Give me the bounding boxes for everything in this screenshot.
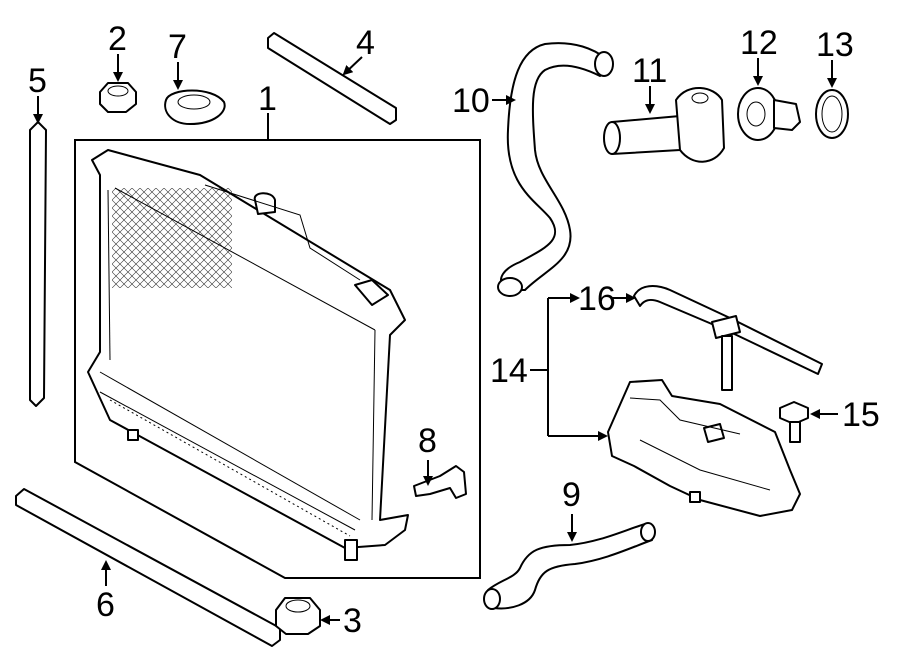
- part-8-bracket: [413, 465, 467, 499]
- callout-14: 14: [490, 352, 528, 390]
- callout-labels: 1 2 3 4 5 6 7 8 9 10 11 12 13 14 15 16: [28, 20, 880, 640]
- callout-2: 2: [108, 20, 127, 58]
- callout-11: 11: [632, 52, 667, 90]
- callout-7: 7: [168, 28, 187, 66]
- callout-15: 15: [842, 396, 880, 434]
- part-16-reservoir-hose: [633, 285, 823, 391]
- part-6-seal: [15, 488, 281, 647]
- part-15-bolt: [779, 401, 809, 443]
- leader-lines: [33, 54, 838, 625]
- callout-12: 12: [740, 24, 778, 62]
- radiator: [87, 149, 409, 561]
- part-12-thermostat: [737, 87, 801, 141]
- callout-13: 13: [816, 26, 854, 64]
- callout-8: 8: [418, 422, 437, 460]
- callout-3: 3: [343, 602, 362, 640]
- part-13-gasket: [815, 89, 849, 139]
- callout-5: 5: [28, 62, 47, 100]
- radiator-frame: [74, 139, 481, 579]
- part-11-water-inlet: [603, 86, 725, 163]
- part-4-seal: [267, 32, 397, 125]
- callout-6: 6: [96, 586, 115, 624]
- part-14-reservoir: [607, 379, 801, 517]
- part-7-radiator-cap: [164, 89, 226, 125]
- part-10-upper-hose: [497, 42, 614, 297]
- callout-16: 16: [578, 280, 616, 318]
- callout-4: 4: [356, 24, 375, 62]
- callout-1: 1: [258, 80, 277, 118]
- part-5-seal: [29, 121, 47, 407]
- part-2-grommet: [99, 82, 137, 113]
- part-3-grommet: [275, 597, 321, 635]
- part-9-lower-hose: [483, 522, 656, 610]
- callout-10: 10: [452, 82, 490, 120]
- callout-9: 9: [562, 476, 581, 514]
